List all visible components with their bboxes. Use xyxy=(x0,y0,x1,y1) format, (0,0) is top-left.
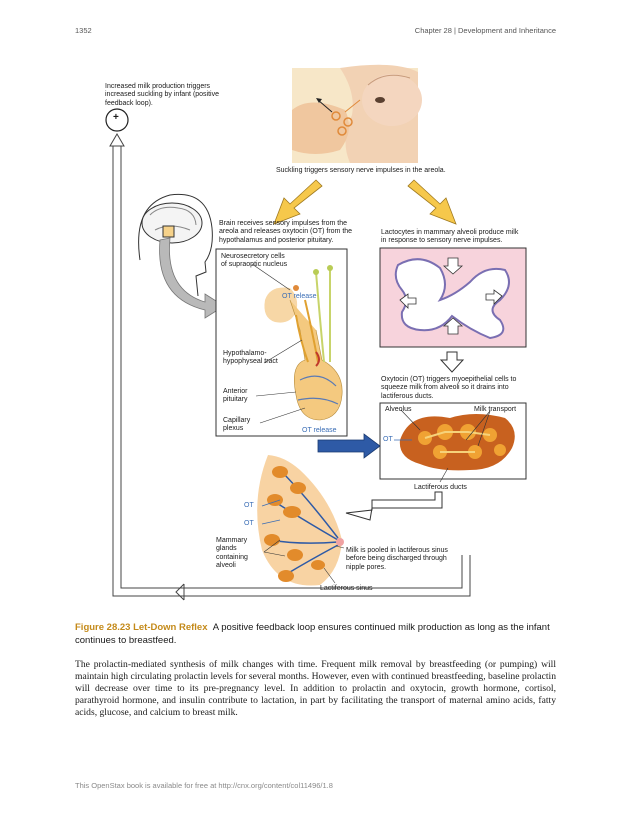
breast-illustration xyxy=(257,455,345,586)
figure-caption-label: Figure 28.23 Let-Down Reflex xyxy=(75,622,208,633)
yellow-arrow-left xyxy=(273,179,323,225)
capillary-plexus-label: Capillary plexus xyxy=(223,417,251,433)
blue-arrow xyxy=(317,433,381,459)
ot-release-bottom-label: OT release xyxy=(302,427,337,434)
white-down-arrow xyxy=(439,351,465,373)
milk-pooled-label: Milk is pooled in lactiferous sinus befo… xyxy=(346,547,448,571)
let-down-reflex-figure: Increased milk production triggers incre… xyxy=(105,64,527,601)
alveolus-label: Alveolus xyxy=(385,406,412,413)
suckling-label: Suckling triggers sensory nerve impulses… xyxy=(276,167,446,174)
footer-text: This OpenStax book is available for free… xyxy=(75,781,333,790)
infant-nursing-image xyxy=(292,64,422,163)
white-diagonal-arrow xyxy=(345,491,443,521)
ot-alveolus-label: OT xyxy=(383,436,393,443)
milk-transport-label: Milk transport xyxy=(474,406,517,413)
page-number: 1352 xyxy=(75,26,92,35)
ot-release-top-label: OT release xyxy=(282,293,317,300)
lactiferous-ducts-label: Lactiferous ducts xyxy=(414,484,467,491)
anterior-pituitary-label: Anterior pituitary xyxy=(223,388,248,404)
mammary-glands-label: Mammary glands containing alveoli xyxy=(216,537,248,570)
alveolus-panel xyxy=(379,402,527,483)
alveoli-panel xyxy=(379,247,527,348)
hypothalamo-label: Hypothalamo-hypophyseal tract xyxy=(223,350,278,366)
lactiferous-sinus-label: Lactiferous sinus xyxy=(320,585,373,592)
lactocytes-label: Lactocytes in mammary alveoli produce mi… xyxy=(381,229,519,245)
feedback-loop-arrow xyxy=(109,133,471,601)
figure-illustration xyxy=(105,64,527,601)
figure-caption: Figure 28.23 Let-Down Reflex A positive … xyxy=(75,622,556,647)
plus-sign: + xyxy=(113,112,119,123)
head-silhouette xyxy=(138,193,213,297)
body-paragraph: The prolactin-mediated synthesis of milk… xyxy=(75,659,556,719)
ot-breast-label-1: OT xyxy=(244,502,254,509)
neurosecretory-label: Neurosecretory cells of supraoptic nucle… xyxy=(221,253,288,269)
plus-circle xyxy=(105,108,129,132)
hypothalamus-panel xyxy=(215,248,348,437)
oxytocin-label: Oxytocin (OT) triggers myoepithelial cel… xyxy=(381,376,517,400)
chapter-title: Chapter 28 | Development and Inheritance xyxy=(414,26,556,35)
brain-label: Brain receives sensory impulses from the… xyxy=(219,220,353,244)
feedback-loop-label: Increased milk production triggers incre… xyxy=(105,83,220,107)
figure-caption-text: A positive feedback loop ensures continu… xyxy=(75,622,550,646)
yellow-arrow-right xyxy=(407,179,457,225)
ot-breast-label-2: OT xyxy=(244,520,254,527)
gray-curved-arrow xyxy=(159,237,225,319)
